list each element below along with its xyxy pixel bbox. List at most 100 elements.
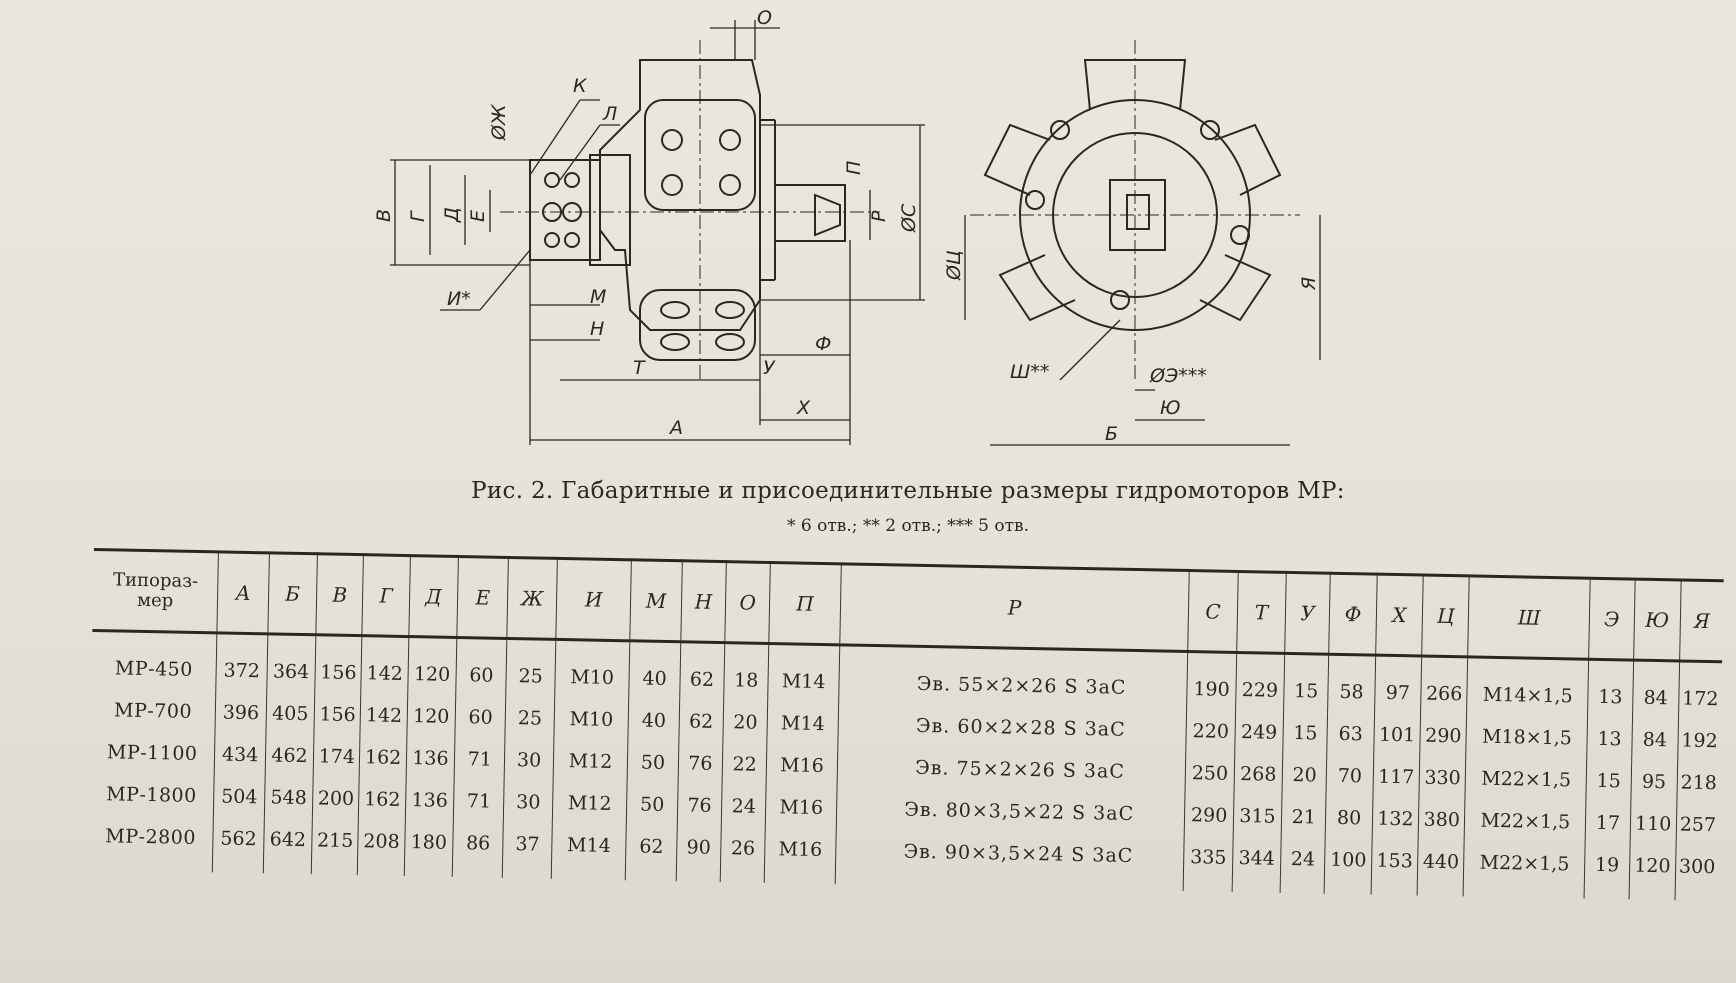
dim-label-p: П <box>843 161 865 175</box>
dim-label-v: В <box>373 209 395 222</box>
table-cell: 290 <box>1419 714 1467 758</box>
table-cell: 162 <box>359 736 407 780</box>
table-cell: 372 <box>216 632 268 693</box>
table-cell: 62 <box>679 641 725 702</box>
table-cell: 40 <box>628 699 680 743</box>
dim-label-yu: Ю <box>1160 397 1181 419</box>
table-cell: 364 <box>266 633 316 694</box>
table-cell: 13 <box>1587 659 1634 719</box>
table-cell: М14 <box>767 701 839 746</box>
table-cell: М16 <box>764 827 837 885</box>
dim-label-zh: ØЖ <box>488 103 510 141</box>
table-cell: 250 <box>1185 752 1235 795</box>
header-cell-size: Типораз-мер <box>112 569 199 612</box>
header-cell: Р <box>839 563 1190 652</box>
spline-spec-cell: Эв. 60×2×28 S 3аС <box>837 703 1188 753</box>
model-name-cell: МР-700 <box>113 699 193 723</box>
table-cell: 13 <box>1586 717 1633 761</box>
header-cell: Н <box>680 560 727 643</box>
table-cell: 120 <box>1628 844 1677 901</box>
side-view <box>500 40 880 380</box>
front-dimension-lines <box>964 215 1321 446</box>
table-cell: 60 <box>455 637 508 697</box>
spline-spec-cell: Эв. 55×2×26 S 3аС <box>838 644 1189 711</box>
header-cell: Т <box>1236 571 1287 654</box>
header-cell: Э <box>1588 578 1635 661</box>
table-cell: 120 <box>406 695 456 738</box>
table-cell: 30 <box>503 780 553 824</box>
table-cell: 120 <box>407 636 457 696</box>
table-cell: 70 <box>1326 754 1374 798</box>
header-cell: Ш <box>1468 575 1591 660</box>
table-cell: М12 <box>552 739 629 784</box>
table-cell: 218 <box>1676 761 1721 805</box>
table-cell: 63 <box>1327 712 1375 756</box>
header-cell: Ц <box>1421 575 1470 657</box>
table-cell: 156 <box>314 634 363 695</box>
table-cell: 84 <box>1631 718 1679 762</box>
table-cell: 335 <box>1183 835 1233 892</box>
dim-label-ya: Я <box>1298 277 1320 291</box>
table-cell: 142 <box>361 635 409 696</box>
table-cell: 101 <box>1373 713 1421 757</box>
header-cell: Ж <box>507 557 558 640</box>
table-cell: 290 <box>1184 793 1234 837</box>
table-cell: М16 <box>766 743 838 788</box>
model-name-cell: МР-1100 <box>106 741 198 766</box>
table-cell: 15 <box>1586 759 1632 803</box>
table-cell: М14×1,5 <box>1466 656 1589 718</box>
table-cell: 344 <box>1231 836 1282 893</box>
table-cell: 22 <box>722 743 768 786</box>
table-cell: 562 <box>212 817 265 874</box>
table-cell: 330 <box>1419 756 1467 800</box>
header-cell: Б <box>267 552 318 635</box>
table-cell: 315 <box>1232 794 1283 838</box>
table-cell: 20 <box>722 701 769 744</box>
table-cell: 58 <box>1327 654 1376 714</box>
table-cell: 504 <box>213 775 265 819</box>
table-cell: 80 <box>1325 796 1373 840</box>
header-cell: Я <box>1679 579 1724 662</box>
header-cell: Д <box>408 555 459 638</box>
spline-spec-cell: Эв. 90×3,5×24 S 3аС <box>835 829 1185 891</box>
table-cell: 50 <box>626 783 678 827</box>
dim-label-f: Ф <box>815 333 831 355</box>
table-cell: М22×1,5 <box>1465 757 1587 802</box>
dim-label-g: Г <box>407 210 429 222</box>
table-cell: 21 <box>1281 795 1327 839</box>
table-cell: 26 <box>720 827 766 883</box>
header-cell: С <box>1188 570 1239 653</box>
table-cell: 62 <box>678 700 724 744</box>
dim-label-b: Б <box>1105 423 1118 445</box>
table-cell: 24 <box>1280 837 1326 894</box>
table-cell: М18×1,5 <box>1466 715 1588 760</box>
spline-spec-cell: Эв. 75×2×26 S 3аС <box>836 745 1187 794</box>
table-cell: 25 <box>506 638 556 698</box>
dim-label-a: А <box>668 417 683 439</box>
table-cell: 15 <box>1283 653 1330 713</box>
table-cell: 257 <box>1676 803 1720 847</box>
header-cell: У <box>1284 572 1331 655</box>
table-cell: 229 <box>1235 652 1285 712</box>
dim-label-r: Р <box>868 210 890 222</box>
table-cell: М10 <box>553 697 630 742</box>
table-cell: 40 <box>629 640 681 701</box>
header-cell: О <box>724 561 771 644</box>
table-cell: 249 <box>1234 710 1284 754</box>
table-cell: 17 <box>1585 801 1631 845</box>
table-cell: 190 <box>1187 651 1237 711</box>
table-cell: 300 <box>1674 845 1719 902</box>
dim-label-s: ØС <box>898 203 920 233</box>
figure-caption: Рис. 2. Габаритные и присоединительные р… <box>471 478 1345 504</box>
table-cell: М16 <box>765 785 837 830</box>
table-cell: 220 <box>1186 710 1236 753</box>
dim-label-i: И* <box>447 288 471 310</box>
side-view-dimension-labels: О К ØЖ Л В Г Д Е И* М Н П Р ØС Т У Ф Х А <box>373 7 920 439</box>
table-cell: 76 <box>677 742 723 786</box>
dim-label-o: О <box>757 7 772 29</box>
header-cell: Х <box>1375 574 1424 657</box>
